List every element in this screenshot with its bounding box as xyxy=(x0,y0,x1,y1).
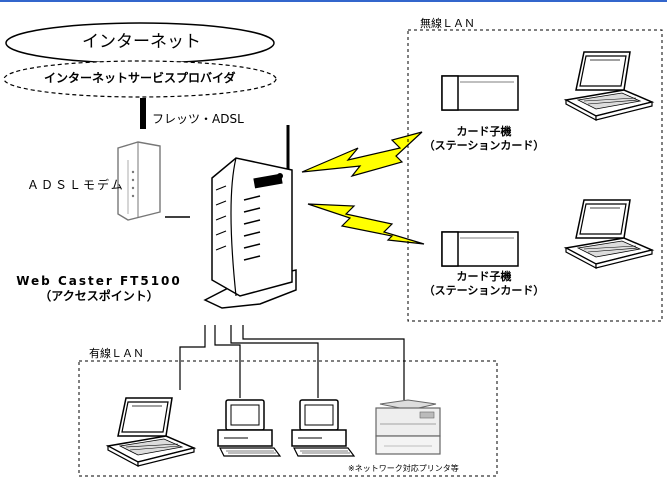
wireless-lan-title: 無線ＬＡＮ xyxy=(420,17,475,30)
isp-ellipse xyxy=(3,60,277,98)
printer-icon xyxy=(375,399,441,455)
isp-label: インターネットサービスプロバイダ xyxy=(44,71,236,85)
internet-label: インターネット xyxy=(82,32,201,52)
station-card-label-1-line1: カード子機 xyxy=(456,125,512,138)
access-point-icon xyxy=(203,125,297,309)
adsl-modem-icon xyxy=(117,141,161,221)
station-card-label-1-line2: （ステーションカード） xyxy=(423,139,545,152)
station-card-label-2-line1: カード子機 xyxy=(456,270,512,283)
lightning-bolt-icon-lower xyxy=(307,203,425,245)
wireless-lan-box xyxy=(407,29,663,322)
wired-lan-title: 有線ＬＡＮ xyxy=(89,347,144,360)
laptop-icon-1 xyxy=(565,51,653,121)
wired-connection-lines xyxy=(179,325,405,400)
adsl-modem-label: ＡＤＳＬモデム xyxy=(27,178,125,192)
station-card-label-2-line2: （ステーションカード） xyxy=(423,284,545,297)
printer-note: ※ネットワーク対応プリンタ等 xyxy=(348,464,459,473)
access-point-role: （アクセスポイント） xyxy=(39,289,159,303)
station-card-icon-1 xyxy=(441,75,519,111)
desktop-pc-icon-2 xyxy=(291,399,355,457)
desktop-pc-icon-1 xyxy=(217,399,281,457)
flets-adsl-label: フレッツ・ADSL xyxy=(152,112,244,126)
wired-lan-box xyxy=(78,360,498,477)
access-point-name: Web Caster FT5100 xyxy=(16,274,182,288)
lightning-bolt-icon-upper xyxy=(301,131,423,178)
laptop-icon-2 xyxy=(565,199,653,269)
laptop-icon-3 xyxy=(107,397,195,467)
station-card-icon-2 xyxy=(441,231,519,267)
